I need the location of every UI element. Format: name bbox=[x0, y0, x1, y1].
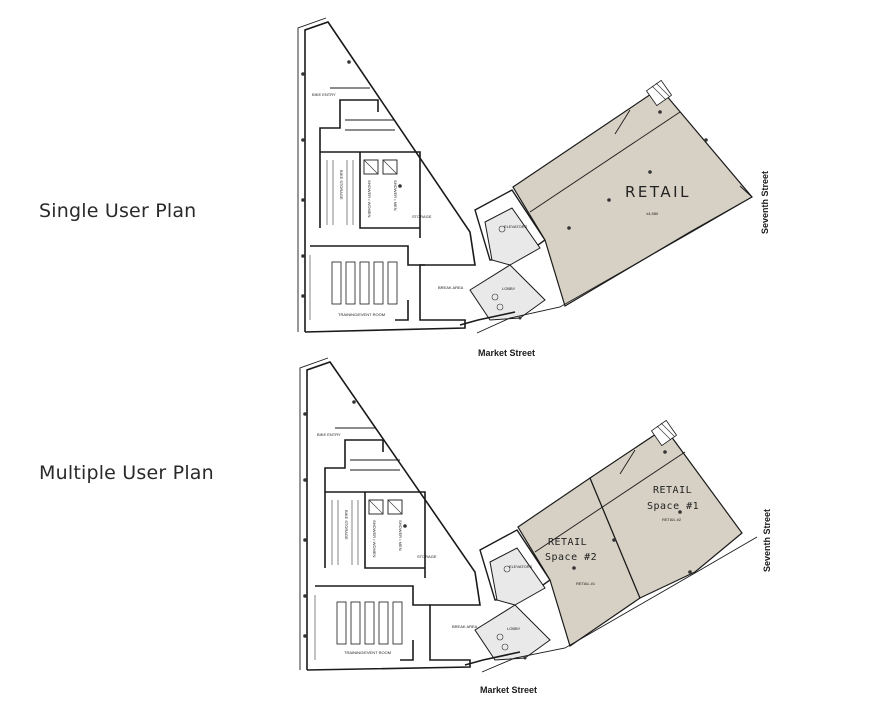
bike-entry-label: BIKE ENTRY bbox=[317, 432, 341, 437]
retail-title: RETAIL bbox=[625, 183, 691, 201]
retail-1-space: Space #1 bbox=[647, 501, 699, 512]
seventh-street-label: Seventh Street bbox=[762, 509, 772, 572]
storage-label: STORAGE bbox=[417, 554, 437, 559]
bike-racks bbox=[331, 500, 359, 565]
elevators-label: ELEVATORS bbox=[509, 564, 533, 569]
plan-label-multiple: Multiple User Plan bbox=[39, 462, 214, 484]
bike-storage-label: BIKE STORAGE bbox=[344, 510, 349, 540]
plan-1-right-wing: RETAIL ±4,980 ELEVATORS LOBBY bbox=[459, 79, 753, 334]
shower-women-label: SHOWER • WOMEN bbox=[372, 520, 377, 558]
break-area-label: BREAK AREA bbox=[452, 624, 478, 629]
retail-space-2 bbox=[517, 477, 641, 647]
storage-label: STORAGE bbox=[412, 214, 432, 219]
plan-label-single: Single User Plan bbox=[39, 200, 197, 222]
market-street-label: Market Street bbox=[478, 348, 535, 358]
market-street-label: Market Street bbox=[480, 685, 537, 695]
break-area-label: BREAK AREA bbox=[438, 285, 464, 290]
plan-2-right-wing: RETAIL Space #1 RETAIL #2 RETAIL Space #… bbox=[464, 419, 758, 673]
training-room-label: TRAINING/EVENT ROOM bbox=[344, 650, 391, 655]
training-desks bbox=[309, 255, 398, 320]
retail-1-tag: RETAIL #2 bbox=[662, 517, 682, 522]
shower-men-label: SHOWER • MEN bbox=[393, 180, 398, 211]
shower-women-label: SHOWER • WOMEN bbox=[367, 180, 372, 218]
lobby-label: LOBBY bbox=[507, 626, 521, 631]
shower-men-label: SHOWER • MEN bbox=[398, 520, 403, 551]
retail-2-space: Space #2 bbox=[545, 552, 597, 563]
training-room-label: TRAINING/EVENT ROOM bbox=[338, 312, 385, 317]
retail-1-title: RETAIL bbox=[653, 485, 692, 496]
retail-2-title: RETAIL bbox=[548, 537, 587, 548]
bike-racks bbox=[326, 160, 354, 225]
retail-2-tag: RETAIL #1 bbox=[576, 581, 596, 586]
elevators-label: ELEVATORS bbox=[504, 224, 528, 229]
retail-space-1 bbox=[589, 427, 743, 599]
bike-storage-label: BIKE STORAGE bbox=[339, 170, 344, 200]
plan-1-left-wing: BIKE ENTRY STORAGE BREAK AREA TRAINING/E… bbox=[297, 17, 476, 333]
lobby-label: LOBBY bbox=[502, 286, 516, 291]
retail-area-sf: ±4,980 bbox=[646, 211, 659, 216]
seventh-street-label: Seventh Street bbox=[760, 171, 770, 234]
bike-entry-label: BIKE ENTRY bbox=[312, 92, 336, 97]
training-desks bbox=[314, 595, 403, 660]
plan-2-left-wing: BIKE ENTRY STORAGE BREAK AREA TRAINING/E… bbox=[299, 357, 481, 671]
